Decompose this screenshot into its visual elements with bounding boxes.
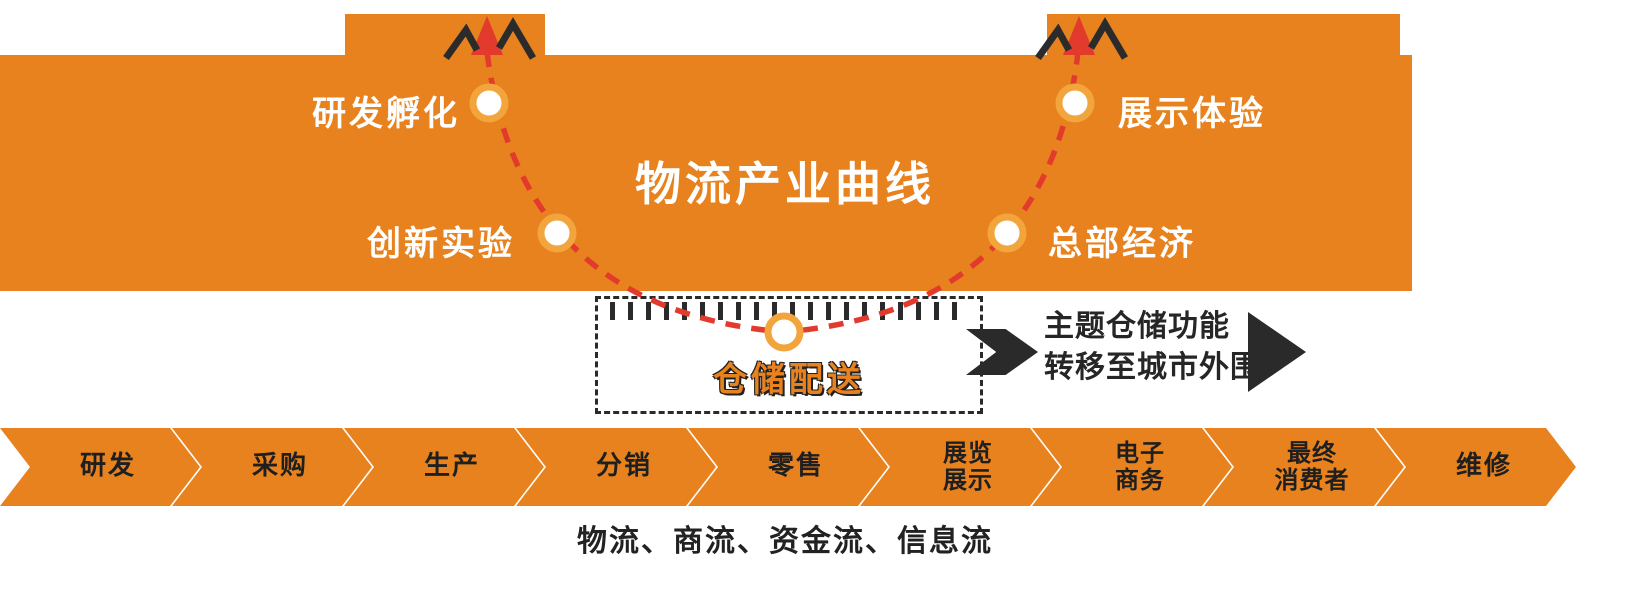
process-step: 生产: [344, 428, 544, 506]
transfer-note-line1: 主题仓储功能: [1044, 309, 1230, 344]
process-step: 研发: [0, 428, 200, 506]
warehouse-dashed-box: 仓储配送: [595, 296, 983, 414]
diagram-title: 物流产业曲线: [635, 157, 935, 211]
step-label: 研发: [79, 451, 136, 482]
transfer-note: 主题仓储功能 转移至城市外围: [1044, 306, 1261, 388]
step-label: 采购: [251, 451, 308, 482]
banner-tab-left: [345, 14, 545, 59]
process-step: 采购: [172, 428, 372, 506]
station-label-headquarters-economy: 总部经济: [1048, 224, 1196, 264]
station-label-display-experience: 展示体验: [1118, 94, 1266, 134]
step-label: 电子 商务: [1115, 439, 1165, 494]
step-label: 展览 展示: [943, 439, 993, 494]
comb-pattern: [610, 302, 970, 320]
process-step: 维修: [1376, 428, 1576, 506]
step-label: 生产: [423, 451, 480, 482]
banner-tab-right: [1047, 14, 1400, 59]
process-step: 分销: [516, 428, 716, 506]
station-label-warehouse-distribution: 仓储配送: [713, 360, 865, 400]
process-step: 零售: [688, 428, 888, 506]
step-label: 零售: [767, 451, 824, 482]
station-label-rd-incubation: 研发孵化: [312, 94, 460, 134]
process-step: 最终 消费者: [1204, 428, 1404, 506]
step-label: 最终 消费者: [1274, 439, 1350, 494]
process-step: 展览 展示: [860, 428, 1060, 506]
station-label-innovation-lab: 创新实验: [367, 224, 515, 264]
transfer-arrow-head-icon: [1248, 312, 1306, 392]
transfer-note-line2: 转移至城市外围: [1044, 350, 1261, 385]
flows-caption: 物流、商流、资金流、信息流: [577, 524, 993, 559]
step-label: 维修: [1455, 451, 1512, 482]
process-step: 电子 商务: [1032, 428, 1232, 506]
step-label: 分销: [595, 451, 652, 482]
process-chain: 研发 采购 生产 分销 零售 展览 展示 电子 商务 最终 消费者 维修: [0, 428, 1650, 506]
